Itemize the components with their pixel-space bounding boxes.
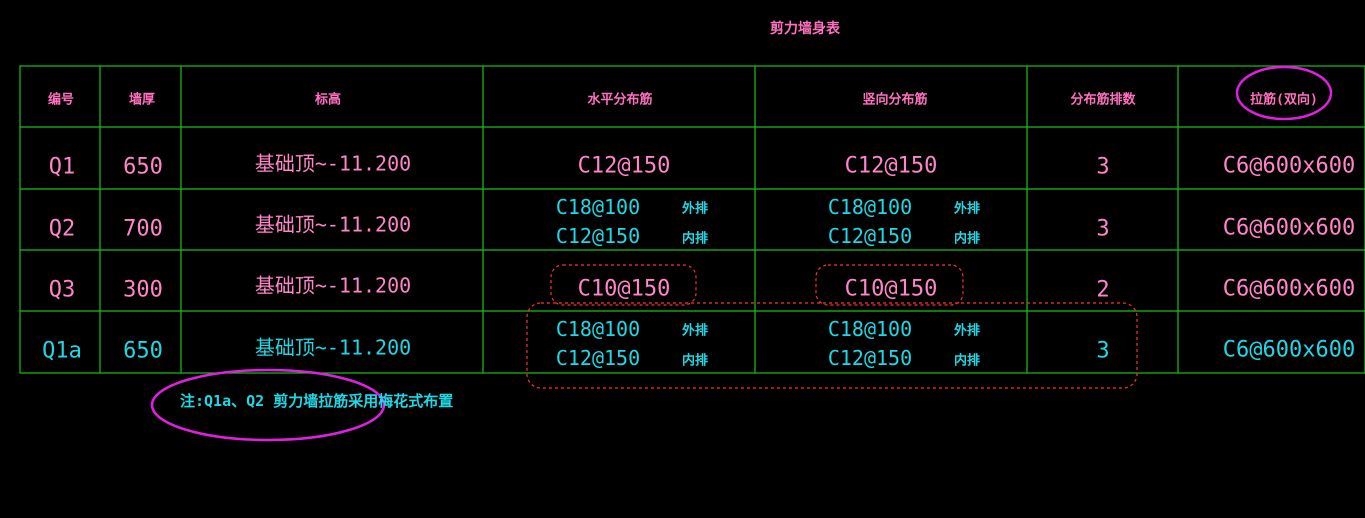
markup-ellipse-tie-header <box>1235 65 1333 121</box>
row3-layers: 2 <box>1096 277 1110 303</box>
revision-cloud-q3-horiz <box>550 264 697 306</box>
row4-vert-inner: C12@150 <box>827 346 913 370</box>
row3-elevation: 基础顶~-11.200 <box>254 273 412 298</box>
header-thickness: 墙厚 <box>128 92 156 108</box>
row4-horiz-inner-label: 内排 <box>681 353 709 369</box>
row1-elevation: 基础顶~-11.200 <box>254 151 412 176</box>
row4-horiz-inner: C12@150 <box>555 346 641 370</box>
row1-tie: C6@600x600 <box>1222 153 1356 179</box>
row4-elevation: 基础顶~-11.200 <box>254 335 412 360</box>
row3-horiz-rebar: C10@150 <box>577 276 671 302</box>
row3-thickness: 300 <box>123 277 163 303</box>
header-rebar-layers: 分布筋排数 <box>1070 92 1136 108</box>
row2-horiz-inner-label: 内排 <box>681 231 709 247</box>
row2-vert-inner: C12@150 <box>827 224 913 248</box>
table-title: 剪力墙身表 <box>770 21 840 37</box>
row4-id: Q1a <box>42 338 82 364</box>
row2-elevation: 基础顶~-11.200 <box>254 212 412 237</box>
header-elevation: 标高 <box>314 92 342 108</box>
row3-id: Q3 <box>48 277 76 303</box>
header-tie-bar: 拉筋(双向) <box>1250 92 1318 108</box>
row1-id: Q1 <box>48 154 76 180</box>
row2-vert-outer: C18@100 <box>827 195 913 219</box>
row2-layers: 3 <box>1096 216 1110 242</box>
revision-clouds <box>526 264 1138 389</box>
row1-vert-rebar: C12@150 <box>844 153 938 179</box>
header-id: 编号 <box>47 92 75 108</box>
row2-horiz-outer: C18@100 <box>555 195 641 219</box>
table-note: 注:Q1a、Q2 剪力墙拉筋采用梅花式布置 <box>180 392 454 410</box>
row4-vert-outer: C18@100 <box>827 317 913 341</box>
row4-thickness: 650 <box>123 338 163 364</box>
row4-layers: 3 <box>1096 338 1110 364</box>
row4-vert-outer-label: 外排 <box>953 323 981 339</box>
row1-horiz-rebar: C12@150 <box>577 153 671 179</box>
revision-cloud-q1a <box>526 302 1138 389</box>
row3-tie: C6@600x600 <box>1222 276 1356 302</box>
row1-thickness: 650 <box>123 154 163 180</box>
markup-ellipses <box>150 65 1333 442</box>
row2-horiz-inner: C12@150 <box>555 224 641 248</box>
row4-vert-inner-label: 内排 <box>953 353 981 369</box>
header-horizontal-rebar: 水平分布筋 <box>587 92 653 108</box>
row2-vert-inner-label: 内排 <box>953 231 981 247</box>
table-grid <box>19 65 1365 374</box>
row4-horiz-outer: C18@100 <box>555 317 641 341</box>
row1-layers: 3 <box>1096 154 1110 180</box>
markup-ellipse-note <box>150 368 386 442</box>
row2-id: Q2 <box>48 216 76 242</box>
row2-tie: C6@600x600 <box>1222 215 1356 241</box>
row2-horiz-outer-label: 外排 <box>681 201 709 217</box>
row3-vert-rebar: C10@150 <box>844 276 938 302</box>
row2-thickness: 700 <box>123 216 163 242</box>
header-vertical-rebar: 竖向分布筋 <box>862 92 928 108</box>
row4-horiz-outer-label: 外排 <box>681 323 709 339</box>
row4-tie: C6@600x600 <box>1222 337 1356 363</box>
revision-cloud-q3-vert <box>815 264 964 306</box>
row2-vert-outer-label: 外排 <box>953 201 981 217</box>
